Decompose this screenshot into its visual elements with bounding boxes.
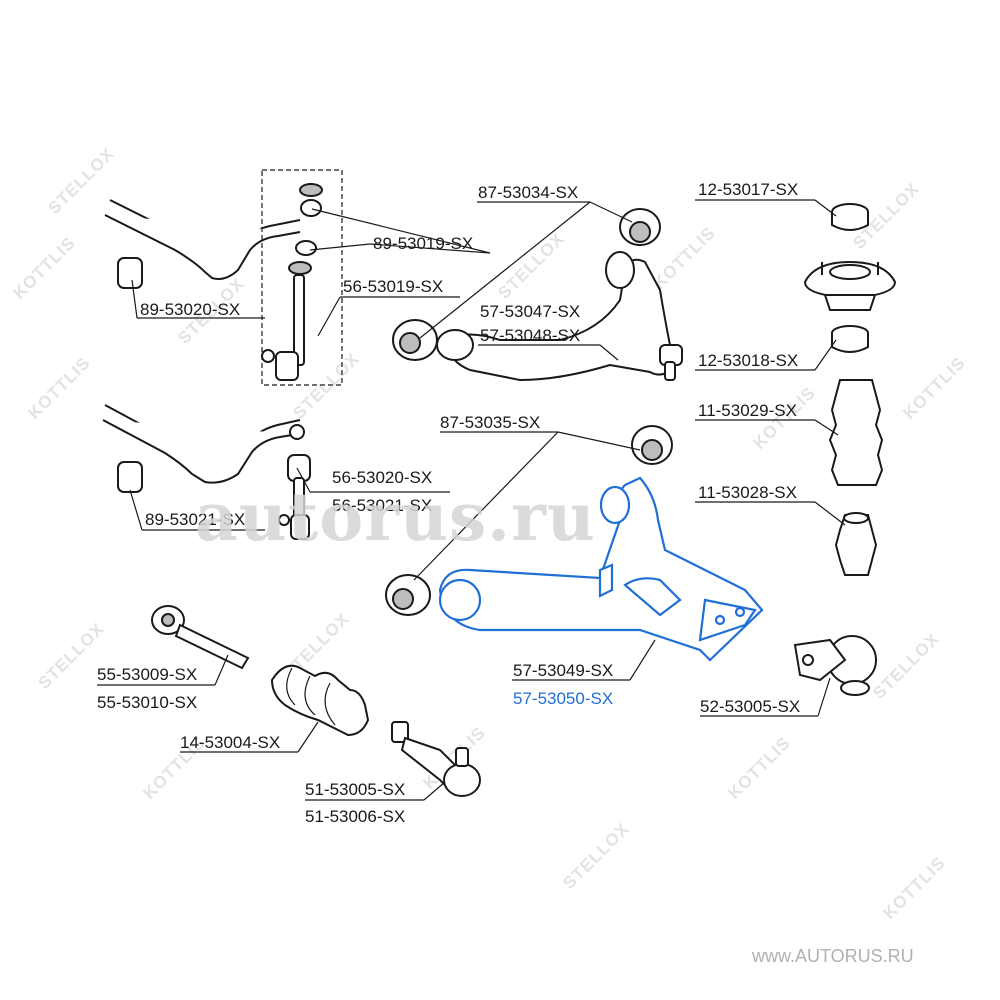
strut-top-mount-spacer (831, 203, 869, 231)
site-url: www.AUTORUS.RU (751, 946, 914, 966)
part-label[interactable]: 51-53005-SX (305, 780, 405, 799)
stabilizer-link-kit-box (261, 169, 343, 386)
part-label[interactable]: 51-53006-SX (305, 807, 405, 826)
rear-stabilizer-bar (102, 404, 305, 493)
part-label[interactable]: 56-53019-SX (343, 277, 443, 296)
part-label[interactable]: 14-53004-SX (180, 733, 280, 752)
stamp-text: KOTTLIS (9, 233, 79, 303)
part-label[interactable]: 87-53034-SX (478, 183, 578, 202)
upper-control-arm (392, 208, 683, 382)
outer-tie-rod-end (391, 721, 481, 797)
lower-control-arm (438, 476, 764, 662)
stabilizer-bushing-lower (117, 461, 143, 493)
part-label[interactable]: 11-53028-SX (698, 483, 797, 502)
strut-dust-boot (828, 379, 884, 486)
part-label[interactable]: 12-53017-SX (698, 180, 798, 199)
strut-bump-stop (834, 512, 878, 576)
stamp-text: KOTTLIS (899, 353, 969, 423)
stamp-text: STELLOX (559, 819, 633, 893)
part-label[interactable]: 57-53047-SX (480, 302, 580, 321)
stamp-text: KOTTLIS (879, 853, 949, 923)
part-label[interactable]: 89-53019-SX (373, 234, 473, 253)
lower-ball-joint (793, 635, 877, 696)
stamp-text: KOTTLIS (649, 223, 719, 293)
stamp-text: STELLOX (494, 229, 568, 303)
part-label-highlighted[interactable]: 57-53050-SX (513, 689, 613, 708)
part-labels: 89-53019-SX 56-53019-SX 89-53020-SX 87-5… (97, 180, 800, 826)
part-label[interactable]: 11-53029-SX (698, 401, 797, 420)
part-label[interactable]: 57-53048-SX (480, 326, 580, 345)
stamp-text: KOTTLIS (24, 353, 94, 423)
part-label[interactable]: 55-53009-SX (97, 665, 197, 684)
leader-lines (97, 199, 846, 801)
strut-top-mount (803, 260, 897, 311)
stamp-text: STELLOX (44, 144, 118, 218)
stamp-text: KOTTLIS (724, 733, 794, 803)
stabilizer-bushing-upper (117, 257, 143, 289)
inner-tie-rod (151, 605, 250, 670)
part-label[interactable]: 57-53049-SX (513, 661, 613, 680)
part-label[interactable]: 12-53018-SX (698, 351, 798, 370)
stamp-text: STELLOX (869, 629, 943, 703)
part-label[interactable]: 55-53010-SX (97, 693, 197, 712)
lower-arm-bushings (385, 425, 673, 616)
part-label[interactable]: 89-53021-SX (145, 510, 245, 529)
strut-lower-spacer (831, 325, 869, 353)
part-label[interactable]: 87-53035-SX (440, 413, 540, 432)
brand-watermark: autorus.ru (195, 478, 596, 556)
part-label[interactable]: 52-53005-SX (700, 697, 800, 716)
steering-rack-boot (270, 664, 370, 737)
part-label[interactable]: 89-53020-SX (140, 300, 240, 319)
part-label[interactable]: 56-53020-SX (332, 468, 432, 487)
part-label[interactable]: 56-53021-SX (332, 496, 432, 515)
front-stabilizer-bar (104, 199, 301, 289)
stabilizer-link-lower (278, 454, 311, 540)
